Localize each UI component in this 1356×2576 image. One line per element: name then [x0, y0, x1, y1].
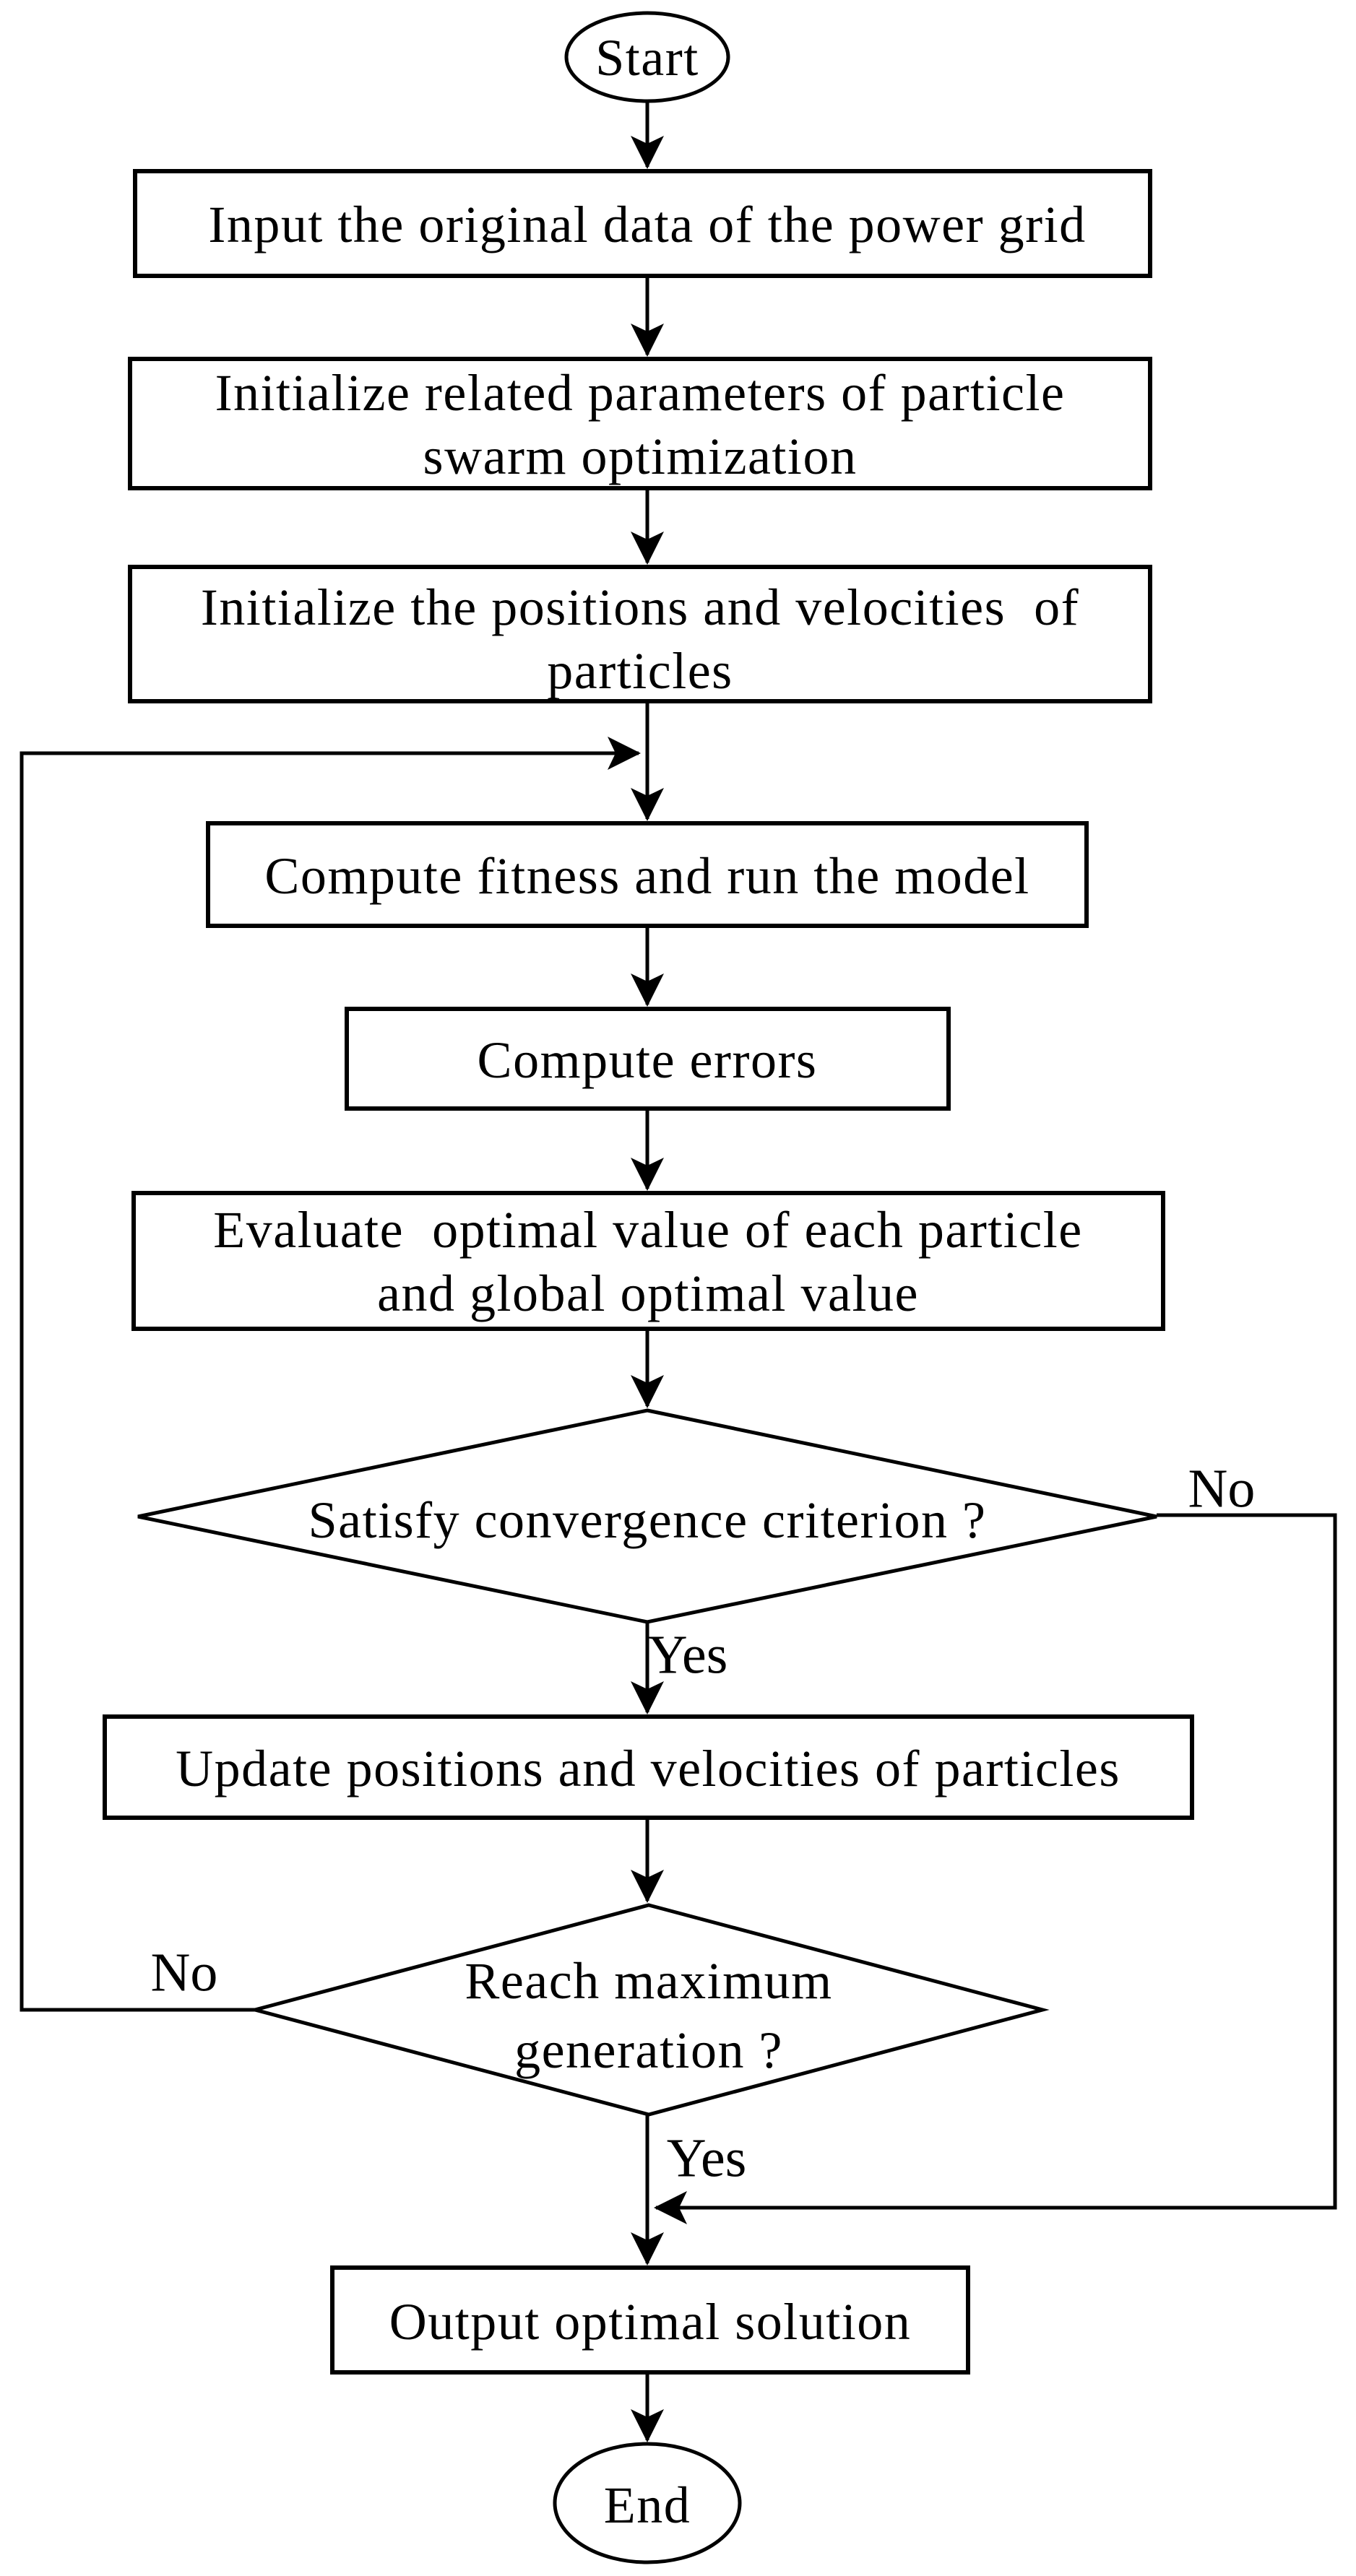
end-label: End: [604, 2476, 691, 2534]
init-params-label-line1: Initialize related parameters of particl…: [215, 364, 1066, 422]
generation-decision: [248, 1903, 1050, 2117]
connector-convergence-no-loop: [654, 1513, 1337, 2224]
init-params-label-line2: swarm optimization: [423, 428, 858, 485]
compute-errors-label: Compute errors: [478, 1031, 818, 1089]
compute-fitness-process: [206, 821, 1089, 928]
start-terminator: [564, 11, 730, 103]
generation-decision-label-line2: generation ?: [514, 2021, 783, 2079]
connector-generation-no-loop: [20, 737, 641, 2012]
generation-yes-label: Yes: [667, 2128, 747, 2189]
compute-fitness-label: Compute fitness and run the model: [264, 847, 1029, 905]
compute-errors-process: [345, 1007, 951, 1111]
convergence-decision: [137, 1408, 1157, 1624]
input-data-label: Input the original data of the power gri…: [208, 196, 1086, 253]
update-particles-process: [103, 1714, 1194, 1820]
output-solution-process: [330, 2265, 970, 2375]
output-solution-label: Output optimal solution: [389, 2293, 912, 2351]
generation-decision-label-line1: Reach maximum: [465, 1952, 832, 2010]
convergence-no-label: No: [1188, 1459, 1256, 1519]
init-positions-label-line2: particles: [547, 642, 733, 700]
evaluate-optimal-process: [131, 1191, 1165, 1331]
init-positions-process: [128, 565, 1152, 703]
init-params-process: [128, 357, 1152, 490]
evaluate-optimal-label-line1: Evaluate optimal value of each particle: [213, 1201, 1082, 1259]
convergence-yes-label: Yes: [648, 1625, 728, 1686]
end-terminator: [553, 2442, 742, 2564]
evaluate-optimal-label-line2: and global optimal value: [377, 1265, 919, 1322]
init-positions-label-line1: Initialize the positions and velocities …: [201, 578, 1079, 636]
update-particles-label: Update positions and velocities of parti…: [176, 1740, 1120, 1797]
start-label: Start: [595, 29, 699, 87]
input-data-process: [133, 169, 1152, 278]
generation-no-label: No: [151, 1943, 218, 2003]
convergence-decision-label: Satisfy convergence criterion ?: [308, 1491, 987, 1549]
